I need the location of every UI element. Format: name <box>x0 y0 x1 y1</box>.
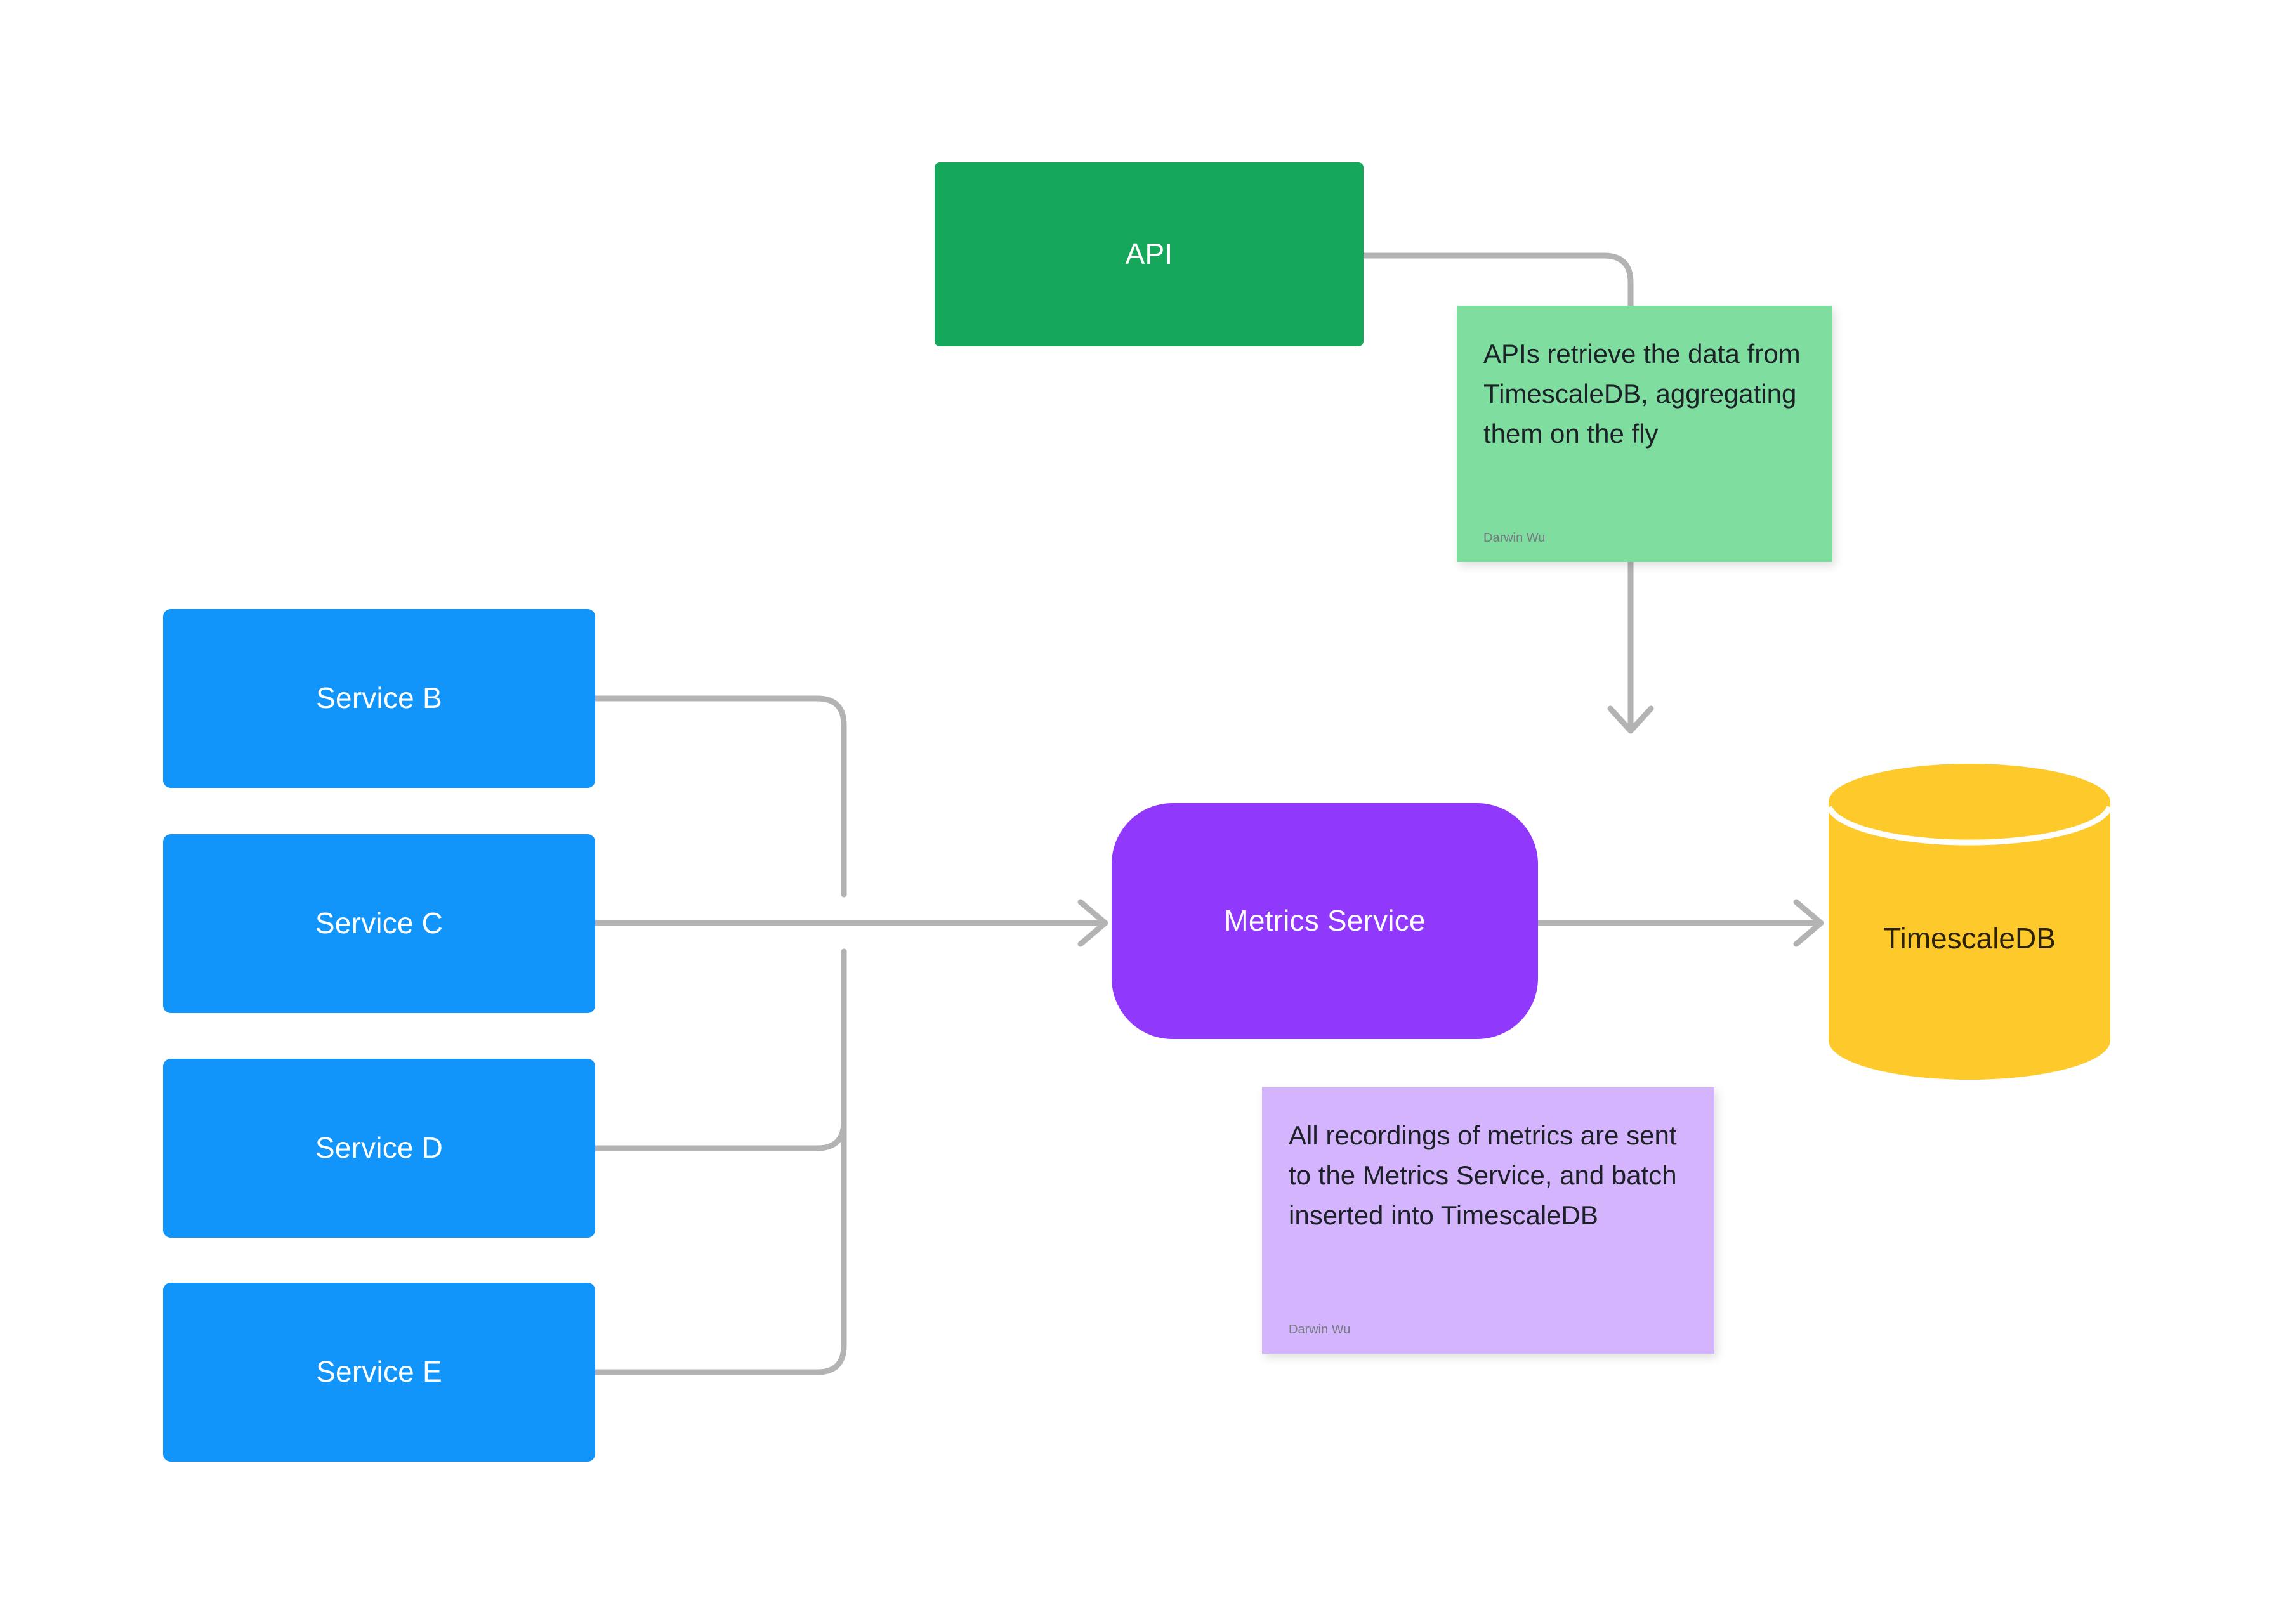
node-service-c[interactable]: Service C <box>163 834 595 1013</box>
sticky-note-api-text: APIs retrieve the data from TimescaleDB,… <box>1483 339 1801 449</box>
node-service-b[interactable]: Service B <box>163 609 595 788</box>
arrowhead-api-to-timescaledb <box>1607 705 1654 734</box>
node-timescaledb[interactable]: TimescaleDB <box>1827 763 2112 1085</box>
node-metrics-service[interactable]: Metrics Service <box>1112 803 1538 1039</box>
node-service-e[interactable]: Service E <box>163 1283 595 1462</box>
connector-service-d <box>592 948 847 1151</box>
sticky-note-metrics-author: Darwin Wu <box>1289 1323 1351 1337</box>
connector-service-b <box>592 695 847 898</box>
node-api[interactable]: API <box>935 162 1364 346</box>
connector-service-e <box>592 948 847 1375</box>
node-service-b-label: Service B <box>316 681 442 715</box>
node-metrics-service-label: Metrics Service <box>1224 904 1426 938</box>
sticky-note-metrics-text: All recordings of metrics are sent to th… <box>1289 1120 1677 1230</box>
arrowhead-metrics-to-timescaledb <box>1793 899 1824 947</box>
node-service-e-label: Service E <box>316 1355 442 1389</box>
arrowhead-services-to-metrics <box>1077 899 1108 947</box>
node-service-d-label: Service D <box>315 1131 444 1165</box>
node-api-label: API <box>1125 237 1173 271</box>
sticky-note-api-author: Darwin Wu <box>1483 531 1546 545</box>
node-timescaledb-label: TimescaleDB <box>1883 922 2056 955</box>
database-cylinder-icon <box>1827 764 2112 1080</box>
sticky-note-api[interactable]: APIs retrieve the data from TimescaleDB,… <box>1457 306 1832 562</box>
node-service-d[interactable]: Service D <box>163 1059 595 1238</box>
node-service-c-label: Service C <box>315 907 444 940</box>
sticky-note-metrics[interactable]: All recordings of metrics are sent to th… <box>1262 1087 1714 1354</box>
